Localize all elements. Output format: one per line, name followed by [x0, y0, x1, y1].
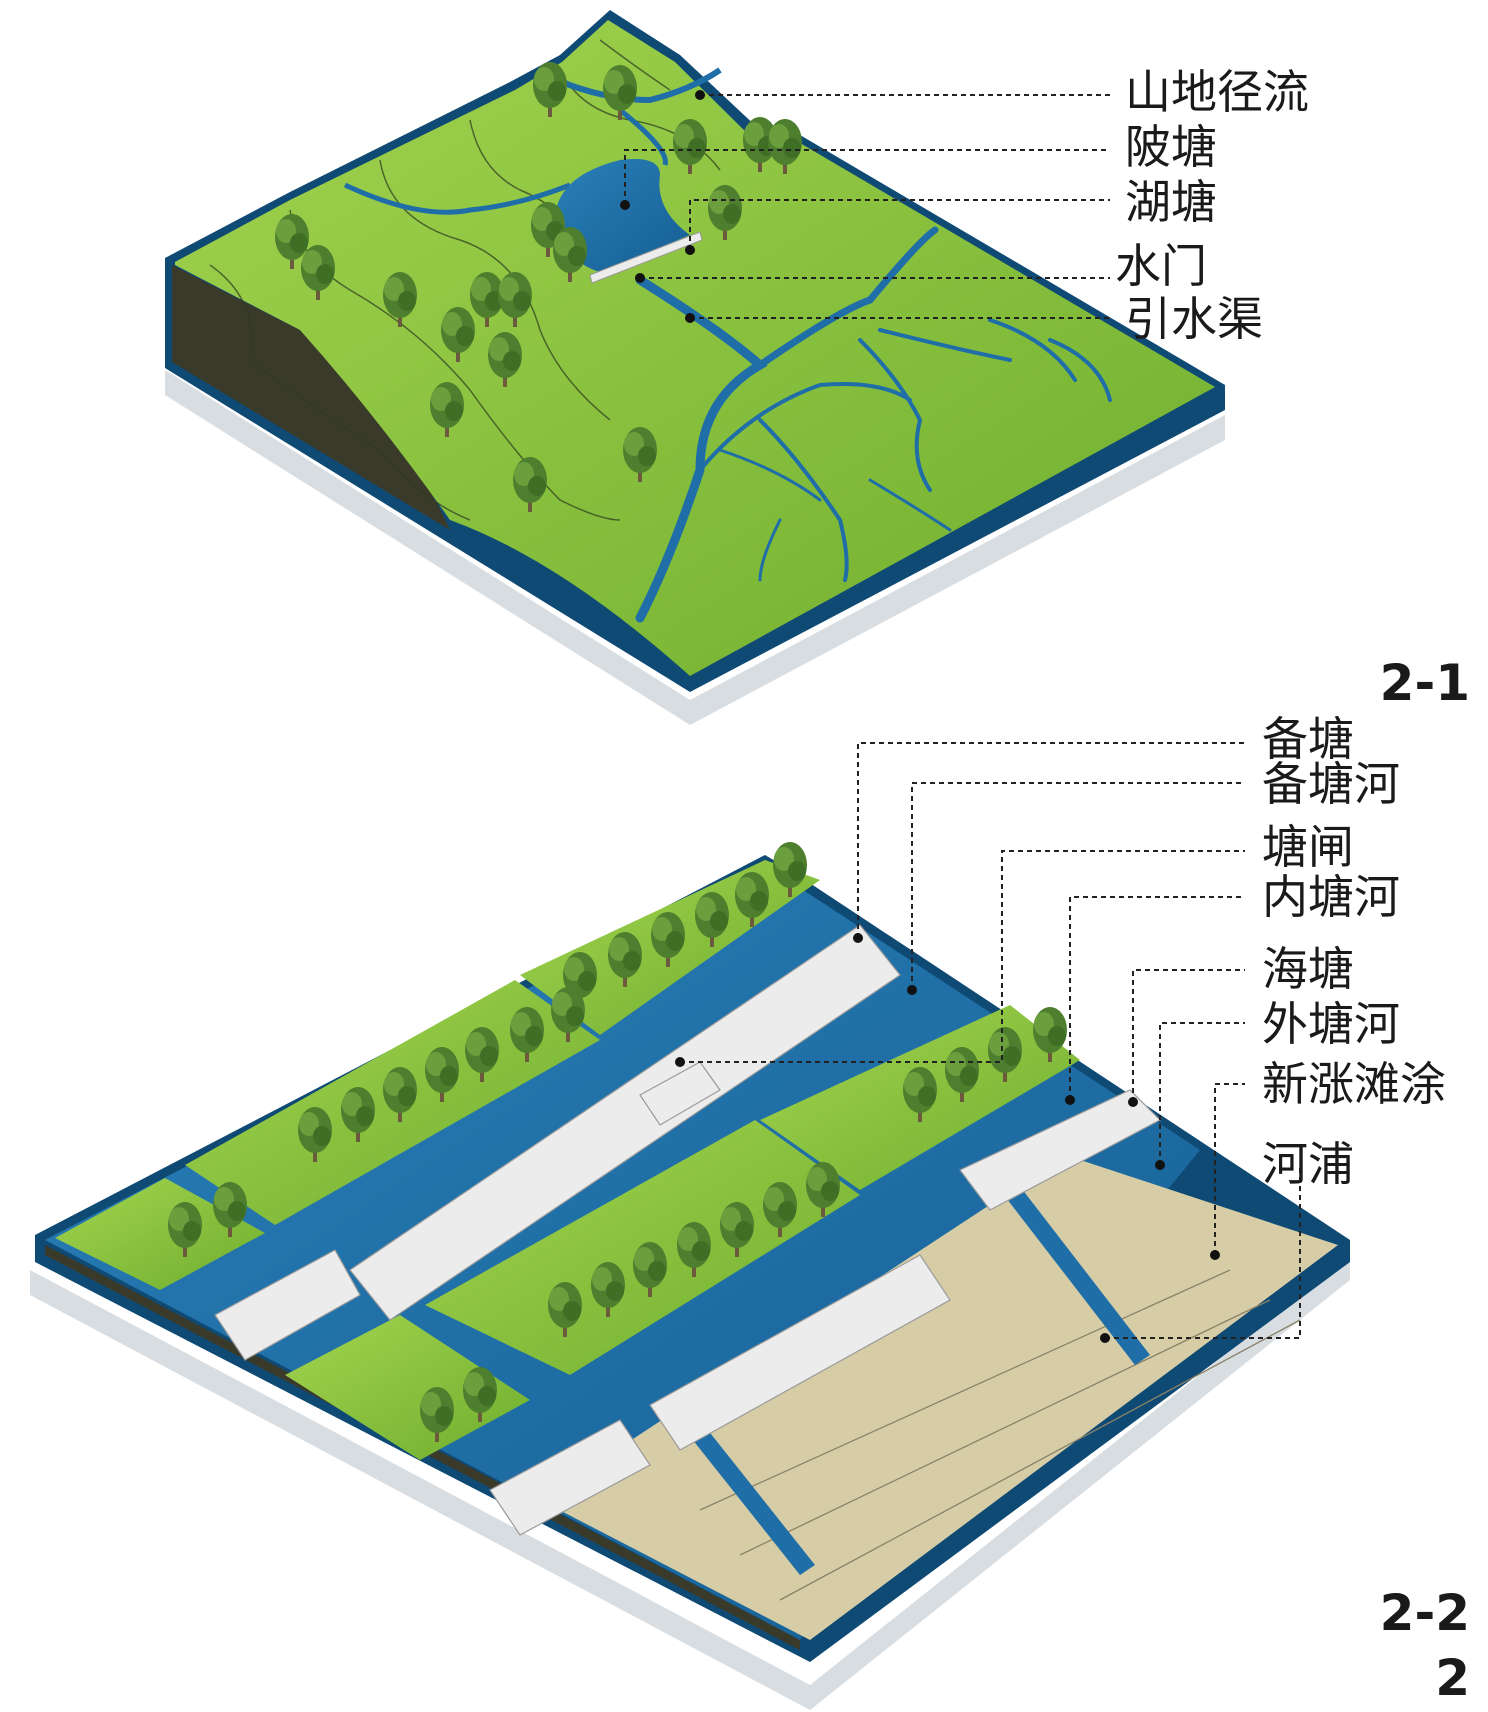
figure-2-1-leaders	[620, 90, 1110, 323]
terrain-soil-side	[172, 265, 450, 530]
tidal-lines	[699, 1269, 1301, 1601]
label-slope-pond: 陂塘	[1125, 120, 1217, 174]
label-reserve-pond-river: 备塘河	[1262, 757, 1400, 811]
label-mountain-runoff: 山地径流	[1125, 65, 1309, 119]
water-gate	[589, 231, 703, 284]
terrain-grass	[175, 20, 1215, 676]
label-diversion-channel: 引水渠	[1125, 292, 1263, 346]
figure-2-2-polder	[30, 842, 1350, 1710]
field-1	[55, 1178, 265, 1290]
lake-pond	[555, 159, 690, 272]
label-lake-pond: 湖塘	[1125, 175, 1217, 229]
river-network	[635, 226, 1112, 623]
label-seawall: 海塘	[1262, 942, 1354, 996]
embankment-sea-3	[489, 1419, 651, 1536]
label-water-gate: 水门	[1115, 239, 1207, 293]
figure-2-2-id: 2-2	[1380, 1584, 1470, 1642]
figure-2-2-leaders	[675, 742, 1301, 1343]
tidal-flat	[540, 1150, 1338, 1640]
label-reserve-pond: 备塘	[1262, 712, 1354, 766]
embankment-back-2	[214, 1249, 361, 1361]
label-new-tidal-flat: 新涨滩涂	[1262, 1057, 1446, 1111]
figure-2-2-labels: 备塘 备塘河 塘闸 内塘河 海塘 外塘河 新涨滩涂 河浦	[1262, 712, 1446, 1191]
side-stream	[618, 108, 668, 166]
label-estuary: 河浦	[1262, 1137, 1354, 1191]
label-pond-sluice: 塘闸	[1262, 820, 1354, 874]
embankment-back-1	[349, 924, 901, 1321]
figure-2-1-id: 2-1	[1380, 654, 1470, 712]
embankments	[214, 924, 1161, 1536]
terrain-shadow	[165, 370, 1225, 725]
embankment-sea-2	[649, 1254, 951, 1451]
estuary-channel-lower	[665, 1395, 815, 1575]
figure-2-1-terrain	[165, 10, 1225, 725]
estuary-channel	[1000, 1180, 1150, 1365]
mountain-runoff-stream	[543, 67, 722, 104]
page-marker: 2	[1435, 1649, 1470, 1707]
embankment-back-3	[639, 1061, 721, 1126]
label-inner-pond-river: 内塘河	[1262, 870, 1400, 924]
figure-2-1-labels: 山地径流 陂塘 湖塘 水门 引水渠	[1115, 65, 1309, 346]
field-6	[285, 1315, 530, 1460]
polder-shadow	[30, 1255, 1350, 1710]
label-outer-pond-river: 外塘河	[1262, 997, 1400, 1051]
upper-stream	[343, 182, 571, 215]
